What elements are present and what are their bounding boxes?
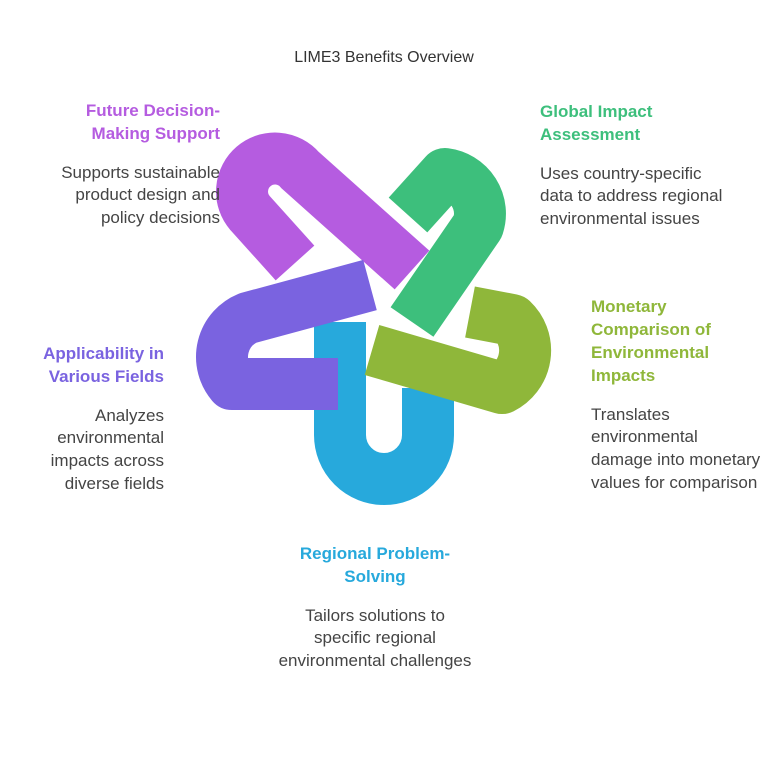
link-regional — [314, 322, 454, 505]
diagram-title: LIME3 Benefits Overview — [294, 49, 474, 66]
benefit-description: Uses country-specific data to address re… — [540, 163, 723, 229]
benefit-description: Translates environmental damage into mon… — [591, 404, 761, 492]
benefit-regional: Regional Problem-Solving Tailors solutio… — [275, 543, 475, 673]
benefit-heading: Applicability in Various Fields — [43, 344, 164, 386]
benefit-apply: Applicability in Various Fields Analyzes… — [18, 343, 164, 495]
benefit-description: Tailors solutions to specific regional e… — [278, 605, 472, 671]
benefit-heading: Global Impact Assessment — [540, 102, 653, 144]
link-future — [216, 132, 430, 290]
benefit-description: Analyzes environmental impacts across di… — [50, 405, 164, 493]
link-apply — [196, 259, 377, 410]
benefit-global: Global Impact Assessment Uses country-sp… — [540, 101, 730, 231]
benefit-monetary: Monetary Comparison of Environmental Imp… — [591, 296, 761, 494]
benefit-heading: Monetary Comparison of Environmental Imp… — [591, 297, 711, 385]
benefit-heading: Future Decision-Making Support — [85, 101, 220, 143]
link-global — [388, 148, 506, 337]
benefit-future: Future Decision-Making Support Supports … — [40, 100, 220, 230]
link-monetary — [364, 286, 552, 414]
benefit-description: Supports sustainable product design and … — [61, 162, 220, 228]
benefit-heading: Regional Problem-Solving — [299, 544, 451, 586]
